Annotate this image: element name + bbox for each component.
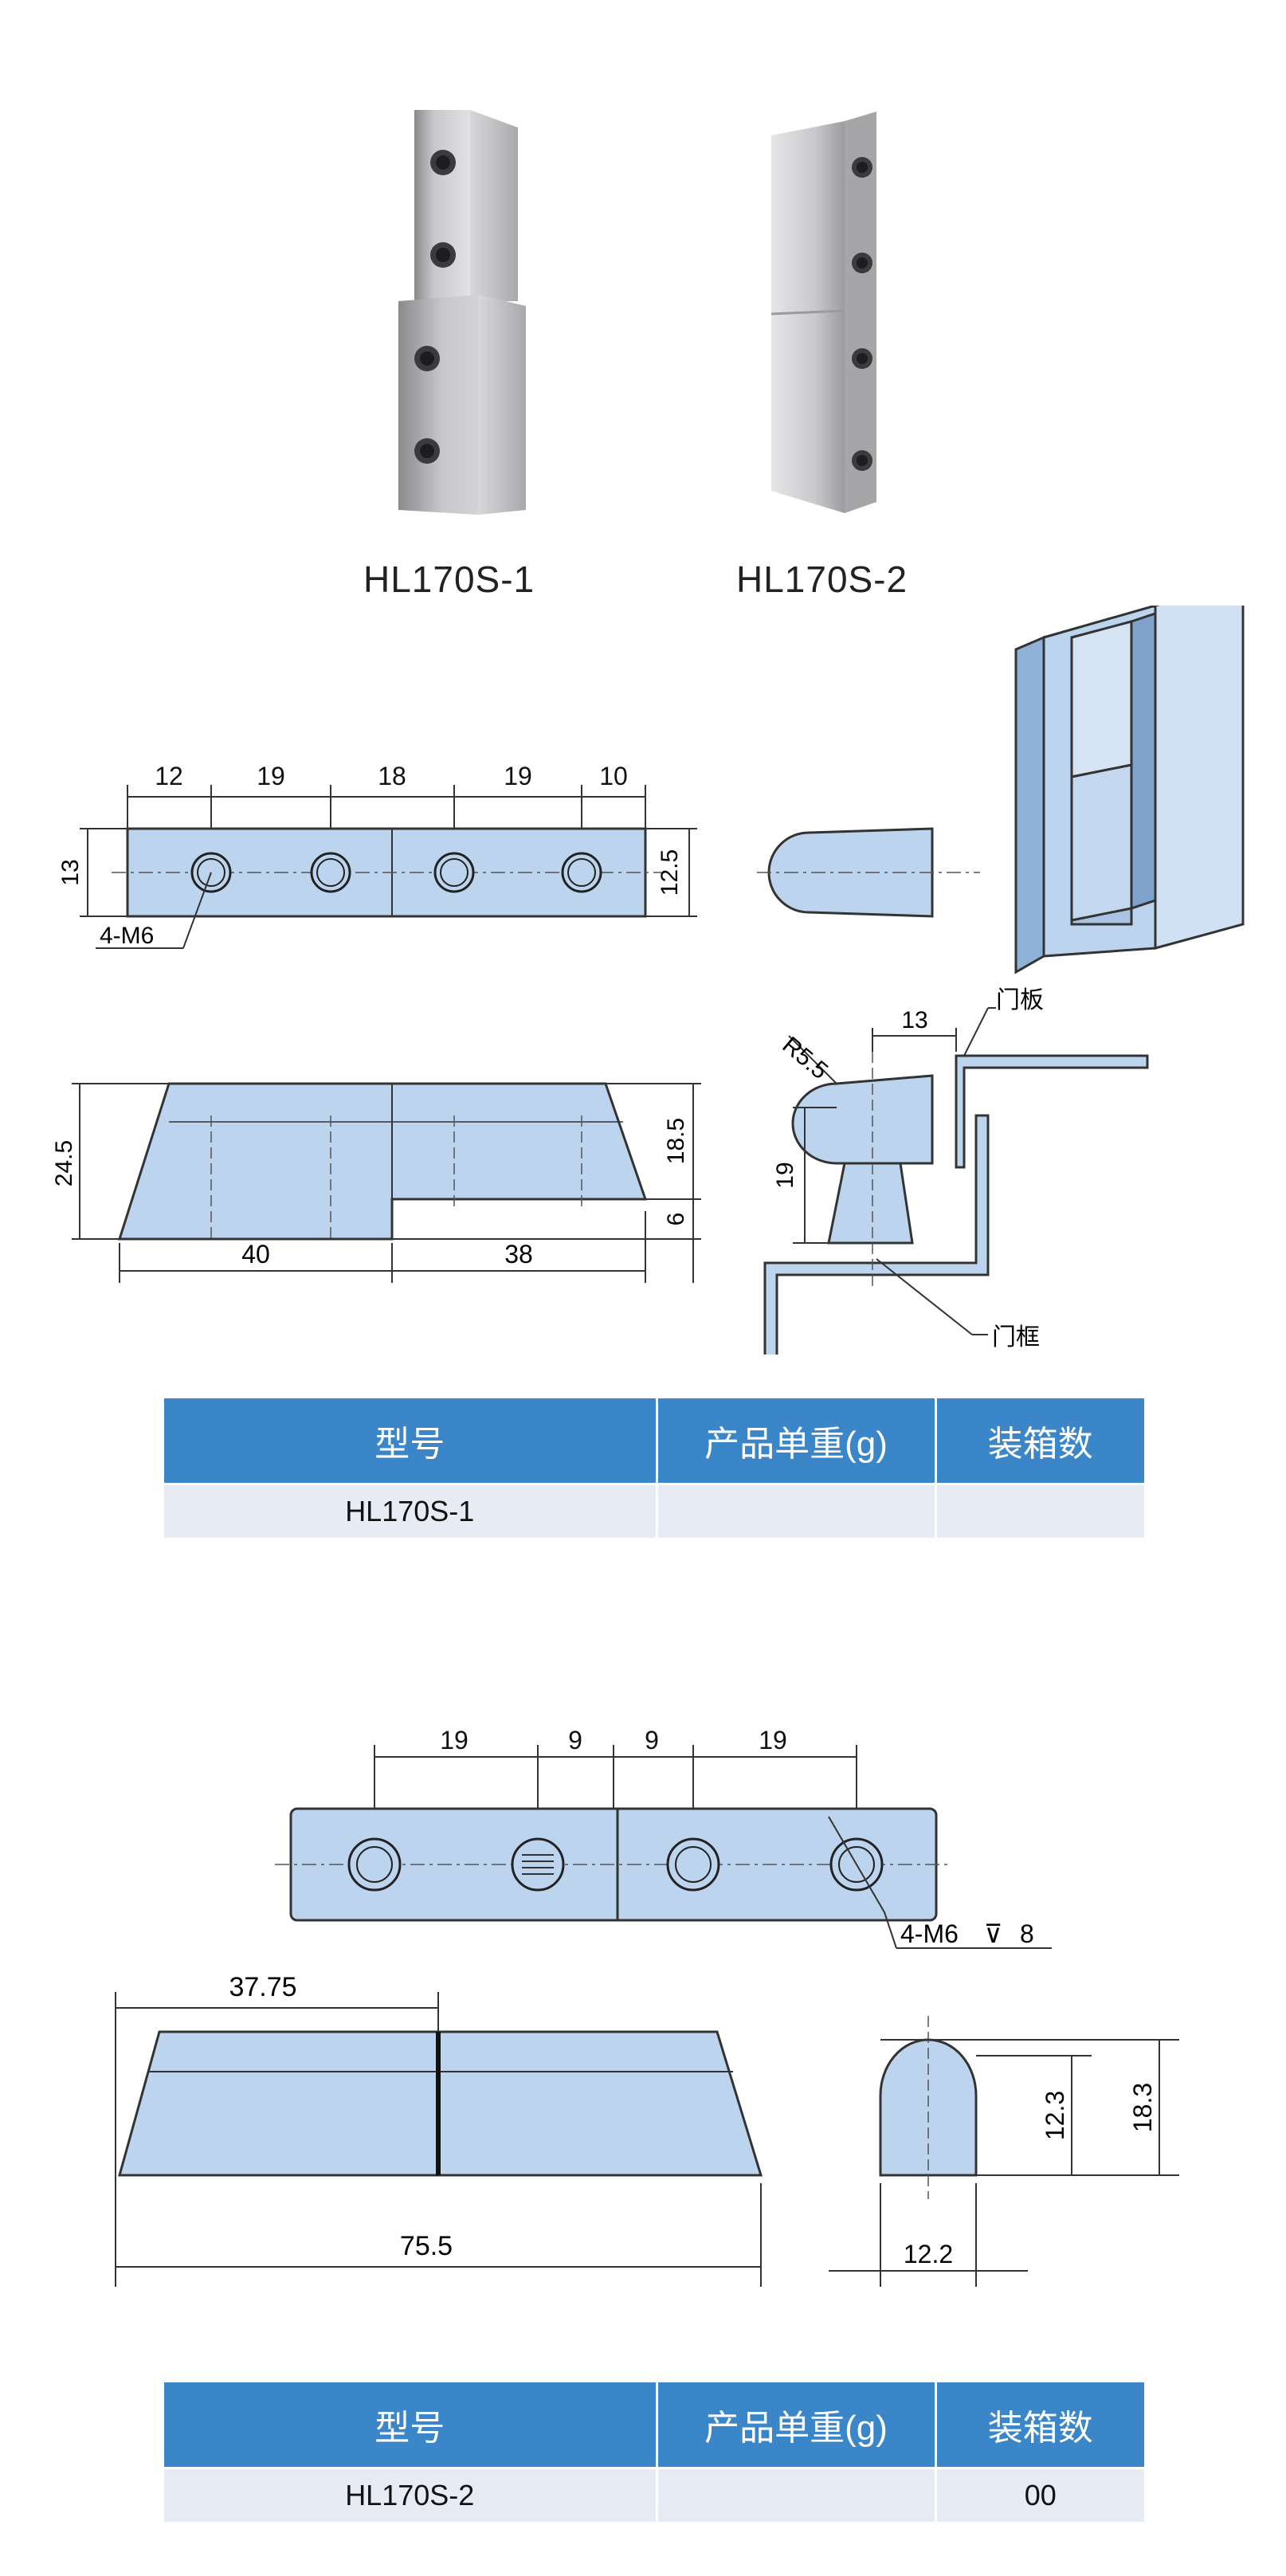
header-model: 型号 <box>164 2382 658 2468</box>
dim-19b: 19 <box>504 762 532 790</box>
hinge-photo-2 <box>770 112 876 513</box>
dim-12-3: 12.3 <box>1041 2091 1069 2140</box>
spec-table-2: 型号 产品单重(g) 装箱数 HL170S-2 00 <box>164 2382 1144 2522</box>
dim2-9a: 9 <box>568 1726 582 1755</box>
dim-18-5: 18.5 <box>663 1118 689 1164</box>
hinge-photo-1 <box>398 110 526 515</box>
hole-note-2: 4-M6 <box>900 1919 959 1948</box>
product-photos <box>398 110 876 515</box>
dim-12-2: 12.2 <box>904 2240 953 2268</box>
hole-note-1: 4-M6 <box>100 923 154 949</box>
spec-table-1: 型号 产品单重(g) 装箱数 HL170S-1 <box>164 1398 1144 1538</box>
cell-box-qty <box>935 1483 1144 1538</box>
dim-38: 38 <box>504 1240 533 1268</box>
dim-40: 40 <box>241 1240 270 1268</box>
depth-symbol: ⊽ <box>984 1919 1002 1948</box>
header-model: 型号 <box>164 1398 658 1484</box>
table-row: HL170S-1 <box>164 1483 1144 1538</box>
header-box-qty: 装箱数 <box>935 2382 1144 2468</box>
cell-box-qty: 00 <box>935 2467 1144 2522</box>
dim-13: 13 <box>57 859 84 885</box>
header-weight: 产品单重(g) <box>657 1398 937 1484</box>
dim-18: 18 <box>378 762 406 790</box>
dim-37-75: 37.75 <box>229 1972 296 2002</box>
dim-19-install: 19 <box>772 1162 798 1188</box>
cell-model: HL170S-2 <box>164 2467 658 2522</box>
label-door-frame: 门框 <box>992 1324 1040 1351</box>
dim-19a: 19 <box>257 762 285 790</box>
cell-weight <box>657 1483 937 1538</box>
dim2-19a: 19 <box>440 1726 469 1755</box>
product-label-2: HL170S-2 <box>736 559 908 600</box>
dim-6: 6 <box>663 1213 689 1226</box>
technical-drawing-1: 12 19 18 19 10 13 12.5 4-M6 <box>51 606 1245 1355</box>
cell-weight <box>657 2467 937 2522</box>
dim-r5-5: R5.5 <box>778 1032 833 1084</box>
table-row: HL170S-2 00 <box>164 2467 1144 2522</box>
header-weight: 产品单重(g) <box>657 2382 937 2468</box>
dim-24-5: 24.5 <box>51 1140 77 1186</box>
dim-12-5: 12.5 <box>657 849 683 896</box>
dim-13-install: 13 <box>901 1007 927 1033</box>
dim2-9b: 9 <box>645 1726 659 1755</box>
dim-12: 12 <box>155 762 183 790</box>
technical-drawing-2: 19 9 9 19 4-M6 ⊽ 8 37.75 75.5 1 <box>115 1726 1179 2287</box>
cell-model: HL170S-1 <box>164 1483 658 1538</box>
dim-75-5: 75.5 <box>400 2231 453 2261</box>
dim2-19b: 19 <box>759 1726 787 1755</box>
header-box-qty: 装箱数 <box>935 1398 1144 1484</box>
hole-depth: 8 <box>1020 1919 1034 1948</box>
dim-18-3: 18.3 <box>1128 2083 1157 2132</box>
label-door-panel: 门板 <box>996 987 1044 1014</box>
dim-10: 10 <box>599 762 628 790</box>
product-label-1: HL170S-1 <box>363 559 535 600</box>
